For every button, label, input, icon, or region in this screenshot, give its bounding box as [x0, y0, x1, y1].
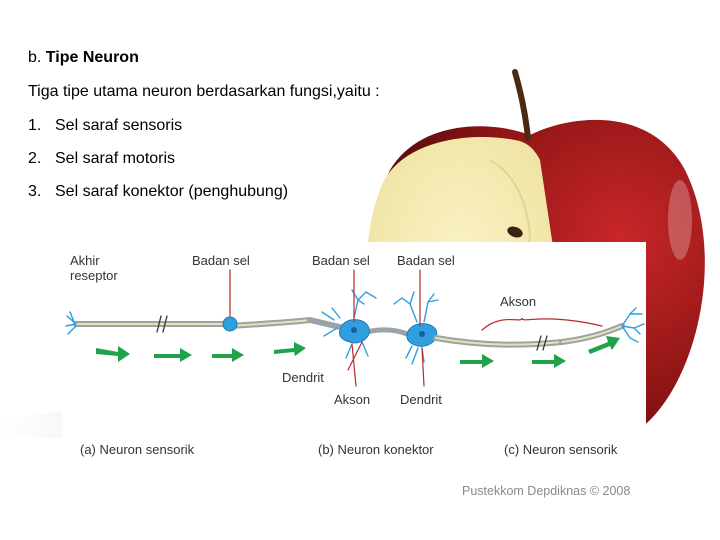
cell-body-a — [223, 317, 237, 331]
label-akson-c: Akson — [500, 294, 536, 309]
section-heading: b. Tipe Neuron — [28, 48, 380, 68]
list-item: 1. Sel saraf sensoris — [28, 116, 380, 136]
list-item: 2. Sel saraf motoris — [28, 149, 380, 169]
label-akhir: Akhir — [70, 253, 118, 268]
neuron-diagram: Akhir reseptor Badan sel Badan sel Badan… — [62, 242, 646, 502]
list-number: 3. — [28, 182, 55, 202]
label-dendrit-b2: Dendrit — [400, 392, 442, 407]
list-text: Sel saraf motoris — [55, 149, 175, 169]
text-block: b. Tipe Neuron Tiga tipe utama neuron be… — [28, 48, 380, 215]
label-badan-sel-c: Badan sel — [397, 253, 455, 268]
caption-c: (c) Neuron sensorik — [504, 442, 617, 457]
heading-title: Tipe Neuron — [46, 49, 139, 66]
list-item: 3. Sel saraf konektor (penghubung) — [28, 182, 380, 202]
list-number: 2. — [28, 149, 55, 169]
sensory-neuron-a — [66, 312, 310, 334]
label-reseptor: reseptor — [70, 268, 118, 283]
intro-text: Tiga tipe utama neuron berdasarkan fungs… — [28, 82, 380, 102]
neuron-diagram-drawing — [62, 242, 646, 502]
neuron-type-list: 1. Sel saraf sensoris 2. Sel saraf motor… — [28, 116, 380, 202]
list-text: Sel saraf sensoris — [55, 116, 182, 136]
list-text: Sel saraf konektor (penghubung) — [55, 182, 288, 202]
label-badan-sel-b: Badan sel — [312, 253, 370, 268]
list-number: 1. — [28, 116, 55, 136]
apple-stem — [515, 72, 528, 138]
label-badan-sel-a: Badan sel — [192, 253, 250, 268]
figure-credit: Pustekkom Depdiknas © 2008 — [462, 484, 630, 498]
label-dendrit-b1: Dendrit — [282, 370, 324, 385]
heading-prefix: b. — [28, 49, 41, 66]
caption-a: (a) Neuron sensorik — [80, 442, 194, 457]
label-akson-b: Akson — [334, 392, 370, 407]
label-akhir-reseptor: Akhir reseptor — [70, 253, 118, 283]
caption-b: (b) Neuron konektor — [318, 442, 434, 457]
